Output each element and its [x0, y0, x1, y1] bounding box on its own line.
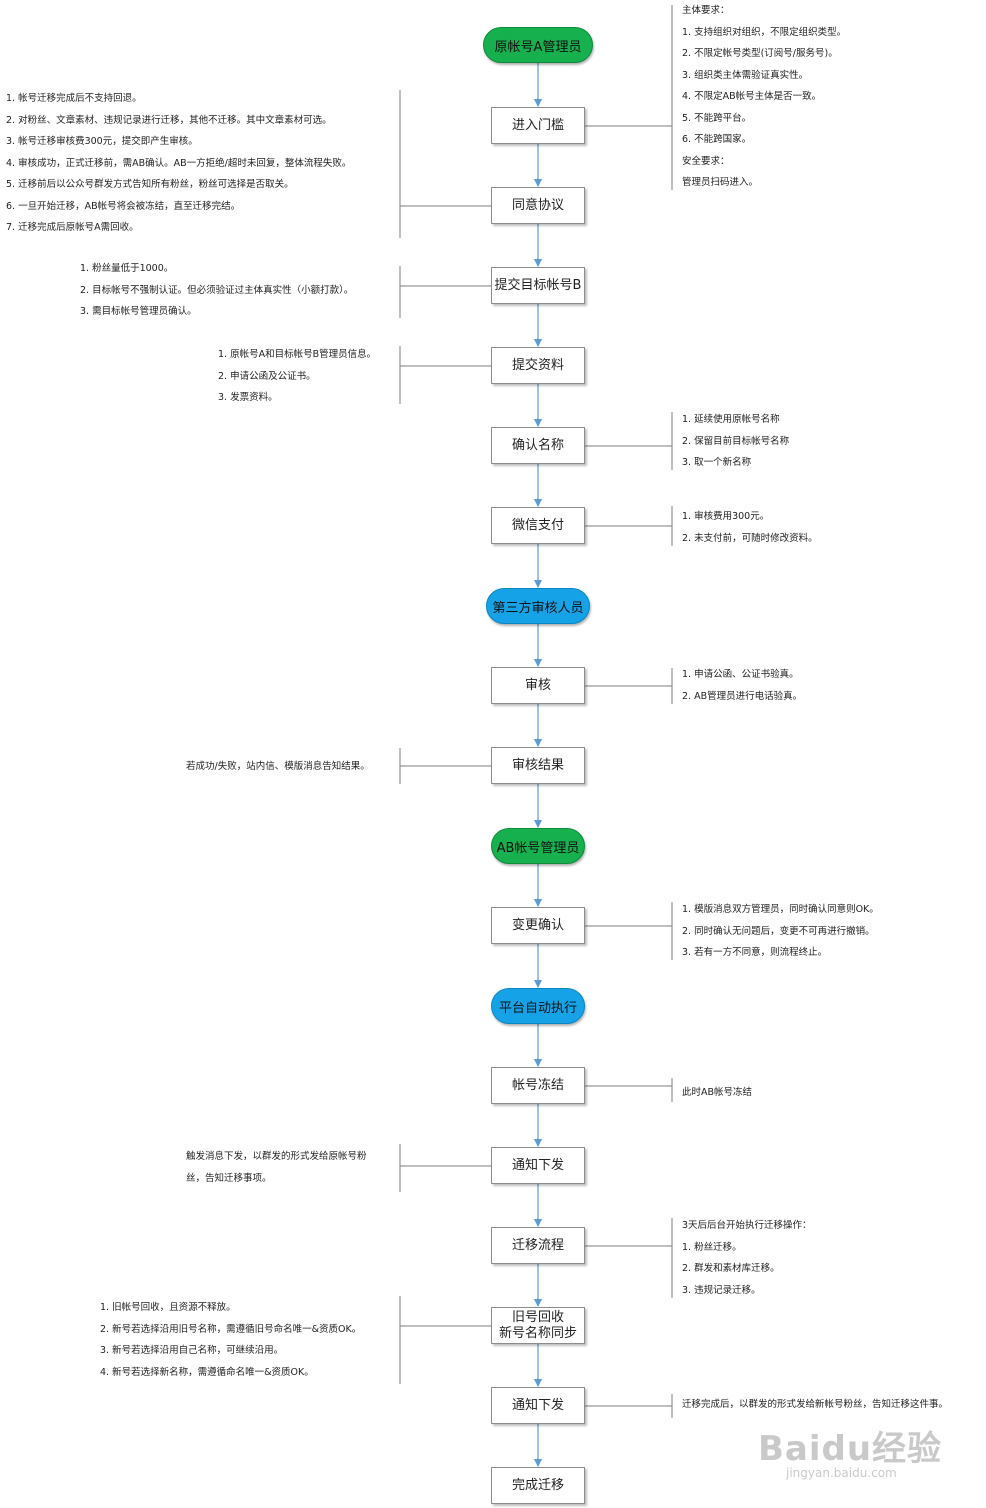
connector-agreement [399, 90, 491, 238]
note-line: 迁移完成后，以群发的形式发给新帐号粉丝，告知迁移这件事。 [682, 1399, 949, 1410]
role-platform: 平台自动执行 [491, 988, 585, 1024]
notes-recycle: 1. 旧帐号回收，且资源不释放。 2. 新号若选择沿用旧号名称，需遵循旧号命名唯… [100, 1297, 361, 1383]
notes-result: 若成功/失败，站内信、模版消息告知结果。 [186, 756, 370, 778]
note-line: 4. 新号若选择新名称，需遵循命名唯一&资质OK。 [100, 1366, 314, 1378]
notes-migrate: 3天后后台开始执行迁移操作： 1. 粉丝迁移。 2. 群发和素材库迁移。 3. … [682, 1215, 812, 1301]
role-third-party: 第三方审核人员 [486, 588, 590, 624]
step-entry: 进入门槛 [491, 107, 585, 144]
connector-recycle [399, 1296, 491, 1384]
notes-notify1: 触发消息下发，以群发的形式发给原帐号粉 丝，告知迁移事项。 [186, 1146, 367, 1189]
note-line: 6. 不能跨国家。 [682, 134, 752, 145]
connector-notify1 [399, 1144, 491, 1192]
note-line: 2. 不限定帐号类型(订阅号/服务号)。 [682, 48, 838, 59]
note-line: 3. 取一个新名称 [682, 457, 752, 468]
note-line: 1. 审核费用300元。 [682, 511, 770, 522]
watermark-logo: Baidu经验 [758, 1429, 943, 1469]
step-submit-materials: 提交资料 [491, 347, 585, 384]
step-submit-target: 提交目标帐号B [491, 267, 585, 304]
note-line: 3. 帐号迁移审核费300元，提交即产生审核。 [6, 136, 198, 147]
step-confirm-name: 确认名称 [491, 427, 585, 464]
notes-confirm: 1. 模版消息双方管理员，同时确认同意则OK。 2. 同时确认无问题后，变更不可… [682, 899, 879, 964]
note-line: 3. 若有一方不同意，则流程终止。 [682, 947, 828, 958]
note-line: 2. 同时确认无问题后，变更不可再进行撤销。 [682, 925, 875, 937]
connector-freeze [585, 1078, 673, 1102]
step-review: 审核 [491, 667, 585, 704]
connector-target [399, 266, 491, 318]
note-line: 2. 保留目前目标帐号名称 [682, 435, 790, 447]
note-line: 2. AB管理员进行电话验真。 [682, 690, 803, 702]
note-line: 7. 迁移完成后原帐号A需回收。 [6, 222, 139, 233]
notes-notify2: 迁移完成后，以群发的形式发给新帐号粉丝，告知迁移这件事。 [682, 1394, 948, 1416]
note-line: 5. 迁移前后以公众号群发方式告知所有粉丝，粉丝可选择是否取关。 [6, 179, 294, 190]
notes-materials: 1. 原帐号A和目标帐号B管理员信息。 2. 申请公函及公证书。 3. 发票资料… [218, 344, 376, 409]
note-line: 3. 需目标帐号管理员确认。 [80, 306, 197, 317]
note-line: 此时AB帐号冻结 [682, 1087, 753, 1098]
role-ab-admin: AB帐号管理员 [491, 828, 585, 864]
note-line: 触发消息下发，以群发的形式发给原帐号粉 [186, 1151, 367, 1162]
step-review-result: 审核结果 [491, 747, 585, 784]
connector-naming [585, 412, 673, 470]
connector-result [399, 748, 491, 784]
step-complete: 完成迁移 [491, 1467, 585, 1504]
note-line: 2. 目标帐号不强制认证。但必须验证过主体真实性（小额打款）。 [80, 284, 354, 296]
annotation-connectors [399, 5, 673, 1418]
note-line: 1. 申请公函、公证书验真。 [682, 669, 799, 680]
note-line: 3. 违规记录迁移。 [682, 1284, 761, 1296]
note-line: 1. 粉丝迁移。 [682, 1241, 742, 1253]
step-agreement: 同意协议 [491, 187, 585, 224]
notes-payment: 1. 审核费用300元。 2. 未支付前，可随时修改资料。 [682, 506, 818, 549]
notes-target: 1. 粉丝量低于1000。 2. 目标帐号不强制认证。但必须验证过主体真实性（小… [80, 258, 353, 323]
step-notify-2: 通知下发 [491, 1387, 585, 1424]
note-line: 若成功/失败，站内信、模版消息告知结果。 [186, 761, 370, 772]
step-migration: 迁移流程 [491, 1227, 585, 1264]
note-line: 1. 模版消息双方管理员，同时确认同意则OK。 [682, 904, 879, 915]
note-line: 3天后后台开始执行迁移操作： [682, 1220, 812, 1231]
note-line: 1. 支持组织对组织，不限定组织类型。 [682, 26, 847, 38]
note-line: 主体要求： [682, 5, 730, 16]
connector-review [585, 668, 673, 704]
note-line: 1. 粉丝量低于1000。 [80, 263, 174, 274]
connector-payment [585, 506, 673, 546]
note-line: 3. 发票资料。 [218, 392, 278, 403]
note-line: 2. 对粉丝、文章素材、违规记录进行迁移，其他不迁移。其中文章素材可选。 [6, 114, 332, 126]
note-line: 1. 帐号迁移完成后不支持回退。 [6, 93, 142, 104]
watermark-url: jingyan.baidu.com [786, 1466, 897, 1480]
note-line: 3. 新号若选择沿用自己名称，可继续沿用。 [100, 1345, 284, 1356]
step-change-confirm: 变更确认 [491, 907, 585, 944]
note-line: 5. 不能跨平台。 [682, 112, 752, 124]
note-line: 2. 群发和素材库迁移。 [682, 1263, 780, 1274]
notes-naming: 1. 延续使用原帐号名称 2. 保留目前目标帐号名称 3. 取一个新名称 [682, 409, 789, 474]
note-line: 丝，告知迁移事项。 [186, 1172, 272, 1184]
step-notify-1: 通知下发 [491, 1147, 585, 1184]
note-line: 2. 新号若选择沿用旧号名称，需遵循旧号命名唯一&资质OK。 [100, 1323, 362, 1335]
step-account-freeze: 帐号冻结 [491, 1067, 585, 1104]
note-line: 1. 延续使用原帐号名称 [682, 414, 780, 425]
note-line: 6. 一旦开始迁移，AB帐号将会被冻结，直至迁移完结。 [6, 200, 241, 212]
note-line: 4. 不限定AB帐号主体是否一致。 [682, 91, 822, 102]
step-recycle-sync: 旧号回收 新号名称同步 [491, 1307, 585, 1344]
step-recycle-line2: 新号名称同步 [498, 1325, 577, 1341]
note-line: 4. 审核成功，正式迁移前，需AB确认。AB一方拒绝/超时未回复，整体流程失败。 [6, 157, 352, 169]
notes-freeze: 此时AB帐号冻结 [682, 1082, 752, 1104]
note-line: 2. 申请公函及公证书。 [218, 370, 316, 382]
note-line: 1. 旧帐号回收，且资源不释放。 [100, 1302, 236, 1313]
step-wechat-pay: 微信支付 [491, 507, 585, 544]
notes-agreement: 1. 帐号迁移完成后不支持回退。 2. 对粉丝、文章素材、违规记录进行迁移，其他… [6, 88, 351, 239]
notes-review: 1. 申请公函、公证书验真。 2. AB管理员进行电话验真。 [682, 664, 802, 707]
connector-migrate [585, 1218, 673, 1298]
connector-materials [399, 346, 491, 404]
note-line: 1. 原帐号A和目标帐号B管理员信息。 [218, 349, 377, 360]
step-recycle-line1: 旧号回收 [511, 1309, 564, 1325]
connector-entry [585, 5, 673, 190]
connector-confirm [585, 902, 673, 960]
start-node: 原帐号A管理员 [483, 27, 593, 63]
note-line: 管理员扫码进入。 [682, 177, 759, 188]
notes-entry: 主体要求： 1. 支持组织对组织，不限定组织类型。 2. 不限定帐号类型(订阅号… [682, 0, 846, 194]
note-line: 3. 组织类主体需验证真实性。 [682, 69, 809, 81]
connector-notify2 [585, 1394, 673, 1418]
note-line: 安全要求： [682, 155, 730, 167]
note-line: 2. 未支付前，可随时修改资料。 [682, 532, 818, 544]
